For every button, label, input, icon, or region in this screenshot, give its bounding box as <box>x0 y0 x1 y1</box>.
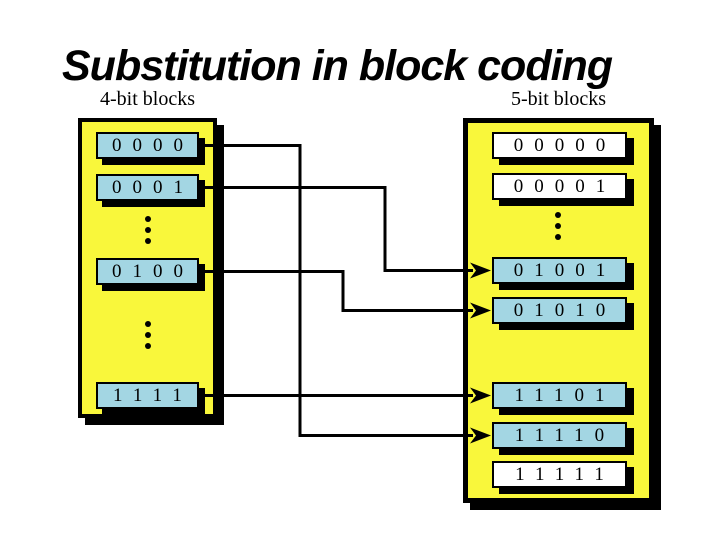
block-value: 0000 <box>112 134 194 156</box>
page-title: Substitution in block coding <box>62 42 613 90</box>
vertical-ellipsis-icon <box>145 216 151 244</box>
block-value: 00000 <box>513 134 617 156</box>
block-value: 0100 <box>112 260 194 282</box>
vertical-ellipsis-icon <box>145 321 151 349</box>
vertical-ellipsis-icon <box>555 212 561 240</box>
left-block-1111: 1111 <box>96 382 199 409</box>
right-block-00001: 00001 <box>492 173 627 200</box>
block-value: 11101 <box>514 384 616 406</box>
block-value: 00001 <box>513 175 617 197</box>
left-block-0000: 0000 <box>96 132 199 159</box>
connector-0100-to-01010 <box>197 270 473 312</box>
right-block-00000: 00000 <box>492 132 627 159</box>
right-panel-label: 5-bit blocks <box>511 88 606 110</box>
left-block-0100: 0100 <box>96 258 199 285</box>
connector-0001-to-01001 <box>197 186 473 272</box>
connector-0000-to-11110 <box>197 144 473 437</box>
block-value: 0001 <box>112 176 194 198</box>
block-value: 01001 <box>513 259 617 281</box>
block-value: 1111 <box>113 384 193 406</box>
block-value: 01010 <box>513 299 617 321</box>
right-block-01010: 01010 <box>492 297 627 324</box>
left-block-0001: 0001 <box>96 174 199 201</box>
right-block-11101: 11101 <box>492 382 627 409</box>
right-block-11111: 11111 <box>492 461 627 488</box>
right-block-11110: 11110 <box>492 422 627 449</box>
block-value: 11110 <box>514 424 616 446</box>
left-panel-label: 4-bit blocks <box>100 88 195 110</box>
block-value: 11111 <box>515 463 615 485</box>
right-block-01001: 01001 <box>492 257 627 284</box>
